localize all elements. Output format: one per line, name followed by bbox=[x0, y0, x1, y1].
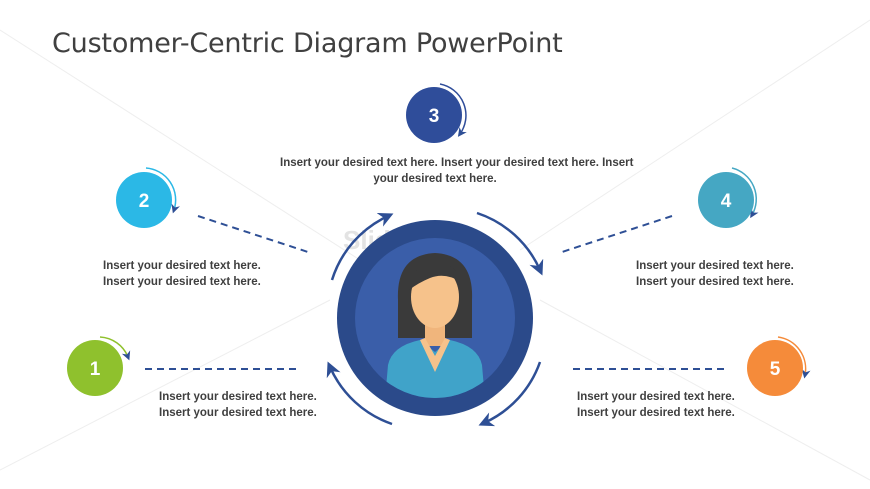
node-5-number: 5 bbox=[770, 359, 781, 380]
node-1-circle bbox=[67, 340, 123, 396]
node-5-text: Insert your desired text here. Insert yo… bbox=[577, 389, 735, 421]
connectors bbox=[145, 215, 727, 370]
node-3-text-line-2: your desired text here. bbox=[373, 173, 497, 185]
node-4-text-line-1: Insert your desired text here. bbox=[636, 260, 794, 272]
node-5-text-line-1: Insert your desired text here. bbox=[577, 391, 735, 403]
connector-2 bbox=[197, 215, 309, 253]
node-2-text: Insert your desired text here. Insert yo… bbox=[103, 258, 261, 290]
center-customer bbox=[337, 220, 533, 416]
cycle-arrow-bottom-right bbox=[478, 361, 542, 427]
node-5-text-line-2: Insert your desired text here. bbox=[577, 407, 735, 419]
cycle-arrow-top-right bbox=[476, 211, 544, 276]
node-3-text-line-1: Insert your desired text here. Insert yo… bbox=[280, 157, 634, 169]
cycle-arrow-bottom-left bbox=[326, 361, 393, 426]
node-4-text: Insert your desired text here. Insert yo… bbox=[636, 258, 794, 290]
node-1-number: 1 bbox=[90, 359, 101, 380]
connector-4 bbox=[561, 215, 673, 253]
node-4-circle bbox=[698, 172, 754, 228]
page-title: Customer-Centric Diagram PowerPoint bbox=[52, 28, 563, 59]
cycle-arrow-top-left bbox=[330, 212, 394, 281]
node-5: 5 bbox=[747, 336, 811, 396]
node-2-text-line-2: Insert your desired text here. bbox=[103, 276, 261, 288]
node-1-text-line-2: Insert your desired text here. bbox=[159, 407, 317, 419]
cycle-arrows bbox=[326, 211, 544, 427]
node-3-circle bbox=[406, 87, 462, 143]
node-3: 3 bbox=[406, 83, 467, 143]
node-5-circle bbox=[747, 340, 803, 396]
node-4-number: 4 bbox=[721, 191, 732, 212]
node-3-number: 3 bbox=[429, 106, 440, 127]
node-3-text: Insert your desired text here. Insert yo… bbox=[280, 155, 634, 187]
woman-avatar-icon bbox=[385, 253, 485, 398]
node-1: 1 bbox=[67, 336, 131, 396]
node-4-text-line-2: Insert your desired text here. bbox=[636, 276, 794, 288]
node-4: 4 bbox=[698, 167, 759, 228]
node-2: 2 bbox=[116, 167, 180, 228]
node-1-text-line-1: Insert your desired text here. bbox=[159, 391, 317, 403]
node-2-number: 2 bbox=[139, 191, 150, 212]
node-2-text-line-1: Insert your desired text here. bbox=[103, 260, 261, 272]
node-1-text: Insert your desired text here. Insert yo… bbox=[159, 389, 317, 421]
node-2-circle bbox=[116, 172, 172, 228]
